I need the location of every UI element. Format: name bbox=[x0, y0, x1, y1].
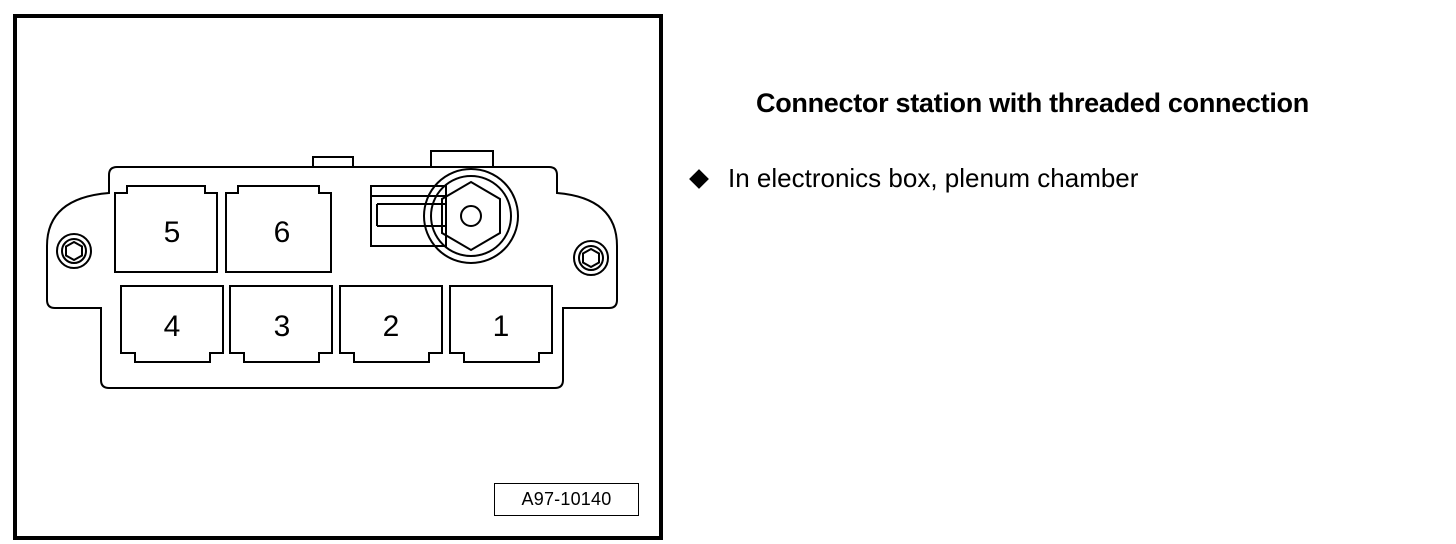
bullet-text: In electronics box, plenum chamber bbox=[728, 163, 1139, 193]
top-tab-right bbox=[430, 150, 494, 168]
socket-4 bbox=[120, 285, 224, 363]
threaded-connection bbox=[370, 168, 519, 264]
socket-1 bbox=[449, 285, 553, 363]
socket-2 bbox=[339, 285, 443, 363]
pin-label-3: 3 bbox=[274, 310, 291, 343]
pin-label-6: 6 bbox=[274, 216, 291, 249]
connector-housing bbox=[46, 166, 618, 389]
pin-label-4: 4 bbox=[164, 310, 181, 343]
connector-station-diagram: 5 6 4 3 2 1 bbox=[46, 150, 618, 389]
figure-id-label: A97-10140 bbox=[494, 483, 639, 516]
diamond-bullet-icon bbox=[689, 168, 709, 189]
socket-5 bbox=[114, 185, 218, 273]
socket-3 bbox=[229, 285, 333, 363]
figure-frame: 5 6 4 3 2 1 A97-10140 bbox=[13, 14, 663, 540]
section-heading: Connector station with threaded connecti… bbox=[756, 88, 1309, 118]
top-tab-left bbox=[312, 156, 354, 168]
pin-label-1: 1 bbox=[493, 310, 510, 343]
socket-6 bbox=[225, 185, 332, 273]
pin-label-2: 2 bbox=[383, 310, 400, 343]
mounting-screw-left bbox=[56, 233, 92, 269]
bullet-item: In electronics box, plenum chamber bbox=[688, 163, 1138, 194]
mounting-screw-right bbox=[573, 240, 609, 276]
pin-label-5: 5 bbox=[164, 216, 181, 249]
